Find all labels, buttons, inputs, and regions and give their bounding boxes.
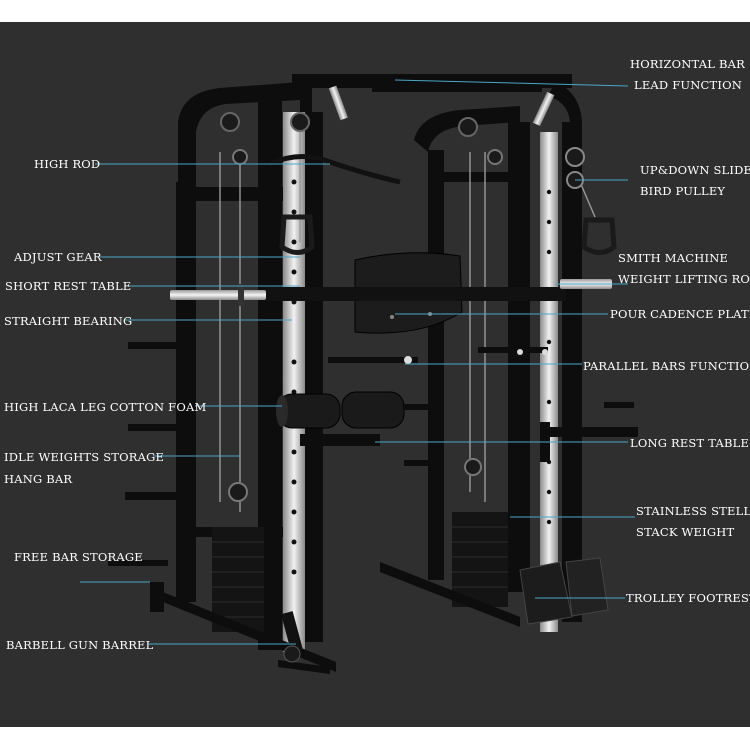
cable-handles xyxy=(279,214,617,255)
footrest-plates xyxy=(519,557,609,625)
label-weight-lifting-rod: WEIGHT LIFTING ROD xyxy=(618,272,750,286)
pullup-bars xyxy=(328,85,555,127)
leg-foam-rollers xyxy=(276,391,405,429)
storage-pegs xyxy=(125,342,634,500)
label-horizontal-bar: HORIZONTAL BAR xyxy=(630,57,745,71)
label-stainless-steel: STAINLESS STELL xyxy=(636,504,750,518)
label-smith-machine: SMITH MACHINE xyxy=(618,251,729,265)
label-trolley-footrest: TROLLEY FOOTREST xyxy=(626,591,750,605)
smith-machine-illustration xyxy=(80,74,638,674)
label-bird-pulley: BIRD PULLEY xyxy=(640,184,726,198)
left-smith-rail xyxy=(283,112,305,652)
label-straight-bearing: STRAIGHT BEARING xyxy=(4,314,133,328)
left-rail-holes xyxy=(291,179,297,575)
label-high-laca-leg-foam: HIGH LACA LEG COTTON FOAM xyxy=(4,400,207,414)
label-idle-weights-storage: IDLE WEIGHTS STORAGE xyxy=(4,450,165,464)
cables xyxy=(219,132,596,512)
lat-bar xyxy=(268,154,401,185)
label-pour-cadence-plate: POUR CADENCE PLATE xyxy=(610,307,750,321)
label-free-bar-storage: FREE BAR STORAGE xyxy=(14,550,143,564)
label-short-rest-table: SHORT REST TABLE xyxy=(5,279,132,293)
smith-bar xyxy=(170,279,612,306)
label-stack-weight: STACK WEIGHT xyxy=(636,525,735,539)
label-parallel-bars-function: PARALLEL BARS FUNCTION xyxy=(583,359,750,373)
label-hang-bar: HANG BAR xyxy=(4,472,73,486)
right-smith-rail xyxy=(540,132,558,632)
diagram-canvas: HIGH ROD ADJUST GEAR SHORT REST TABLE ST… xyxy=(0,22,750,727)
label-lead-function: LEAD FUNCTION xyxy=(634,78,743,92)
parallel-bars xyxy=(328,347,548,364)
label-adjust-gear: ADJUST GEAR xyxy=(14,250,102,264)
label-high-rod: HIGH ROD xyxy=(34,157,101,171)
pulleys xyxy=(220,112,585,502)
landmine-barrel xyxy=(281,611,303,663)
leader-lines xyxy=(80,79,635,645)
label-updown-slide: UP&DOWN SLIDE xyxy=(640,163,750,177)
label-barbell-gun-barrel: BARBELL GUN BARREL xyxy=(6,638,154,652)
left-weight-stack xyxy=(212,527,264,632)
label-long-rest-table: LONG REST TABLE xyxy=(630,436,750,450)
right-weight-stack xyxy=(452,512,508,607)
right-columns xyxy=(428,122,582,622)
